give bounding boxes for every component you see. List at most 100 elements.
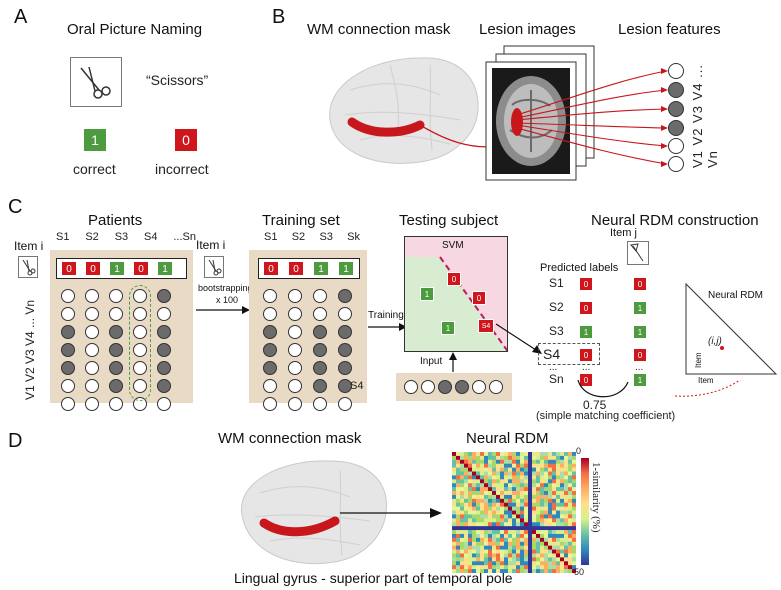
heatmap-cell (464, 483, 469, 488)
heatmap-cell (504, 557, 509, 562)
heatmap-cell (568, 506, 573, 511)
heatmap-cell (520, 545, 525, 550)
heatmap-cell (516, 459, 521, 465)
heatmap-cell (476, 557, 481, 562)
oral-picture-naming-title: Oral Picture Naming (67, 21, 203, 38)
heatmap-cell (556, 459, 561, 465)
heatmap-cell (456, 455, 461, 461)
heatmap-cell (464, 565, 469, 570)
bootstrapping-text: bootstrapping (198, 283, 253, 293)
heatmap-cell (492, 506, 497, 511)
heatmap-cell (484, 471, 489, 476)
heatmap-cell (480, 494, 485, 500)
heatmap-cell (500, 541, 505, 546)
heatmap-cell (568, 549, 573, 554)
heatmap-cell (536, 455, 541, 461)
heatmap-cell (524, 452, 529, 457)
panel-d-brain (241, 460, 442, 565)
heatmap-cell (572, 502, 576, 507)
heatmap-cell (492, 549, 497, 554)
scissors-icon (208, 259, 222, 276)
heatmap-cell (544, 561, 549, 566)
heatmap-cell (528, 522, 533, 527)
heatmap-cell (536, 510, 541, 515)
incorrect-label: incorrect (155, 161, 209, 177)
heatmap-cell (500, 526, 505, 531)
heatmap-cell (528, 502, 533, 507)
feature-cell (133, 343, 147, 357)
heatmap-cell (488, 518, 493, 523)
heatmap-cell (468, 545, 473, 550)
heatmap-cell (468, 463, 473, 468)
heatmap-cell (456, 526, 461, 531)
heatmap-cell (452, 459, 457, 465)
heatmap-cell (508, 561, 513, 566)
heatmap-cell (552, 530, 557, 535)
heatmap-cell (544, 455, 549, 461)
heatmap-cell (540, 471, 545, 476)
feature-cell (85, 325, 99, 339)
item-j-label: Item j (610, 227, 637, 239)
heatmap-cell (524, 487, 529, 492)
heatmap-cell (524, 455, 529, 461)
heatmap-cell (536, 467, 541, 472)
heatmap-cell (472, 471, 477, 476)
heatmap-cell (480, 514, 485, 519)
heatmap-cell (572, 561, 576, 566)
heatmap-cell (476, 565, 481, 570)
heatmap-cell (568, 471, 573, 476)
heatmap-cell (488, 452, 493, 457)
heatmap-cell (544, 537, 549, 543)
pred-label-a: 1 (579, 325, 593, 339)
feature-cell (85, 343, 99, 357)
heatmap-cell (472, 565, 477, 570)
heatmap-cell (460, 452, 465, 457)
heatmap-cell (532, 483, 537, 488)
heatmap-cell (472, 506, 477, 511)
heatmap-cell (564, 557, 569, 562)
heatmap-cell (560, 522, 565, 527)
heatmap-cell (488, 455, 493, 461)
heatmap-cell (472, 537, 477, 543)
patient-label-badge: 0 (61, 261, 77, 276)
heatmap-cell (548, 526, 553, 531)
heatmap-cell (516, 530, 521, 535)
heatmap-cell (464, 452, 469, 457)
feature-cell (109, 307, 123, 321)
heatmap-cell (508, 510, 513, 515)
heatmap-cell (504, 541, 509, 546)
heatmap-cell (472, 561, 477, 566)
heatmap-cell (524, 518, 529, 523)
heatmap-cell (500, 533, 505, 539)
heatmap-cell (564, 467, 569, 472)
heatmap-cell (500, 491, 505, 496)
heatmap-cell (484, 498, 489, 504)
feature-cell (338, 361, 352, 375)
heatmap-cell (484, 537, 489, 543)
heatmap-cell (564, 549, 569, 554)
heatmap-cell (476, 522, 481, 527)
input-arrow (449, 352, 457, 372)
heatmap-cell (508, 545, 513, 550)
heatmap-cell (572, 565, 576, 570)
heatmap-cell (500, 455, 505, 461)
heatmap-cell (508, 498, 513, 504)
heatmap-cell (516, 498, 521, 504)
heatmap-cell (468, 483, 473, 488)
heatmap-cell (528, 483, 533, 488)
heatmap-cell (536, 452, 541, 457)
heatmap-cell (488, 526, 493, 531)
heatmap-cell (520, 459, 525, 465)
heatmap-cell (484, 541, 489, 546)
coefficient-value: 0.75 (583, 398, 607, 412)
heatmap-cell (520, 510, 525, 515)
feature-cell (61, 361, 75, 375)
heatmap-cell (456, 479, 461, 484)
heatmap-cell (496, 533, 501, 539)
heatmap-cell (452, 506, 457, 511)
heatmap-cell (496, 526, 501, 531)
heatmap-cell (512, 483, 517, 488)
heatmap-cell (496, 569, 501, 573)
heatmap-cell (500, 498, 505, 504)
training-arrow-label: Training (368, 310, 404, 321)
